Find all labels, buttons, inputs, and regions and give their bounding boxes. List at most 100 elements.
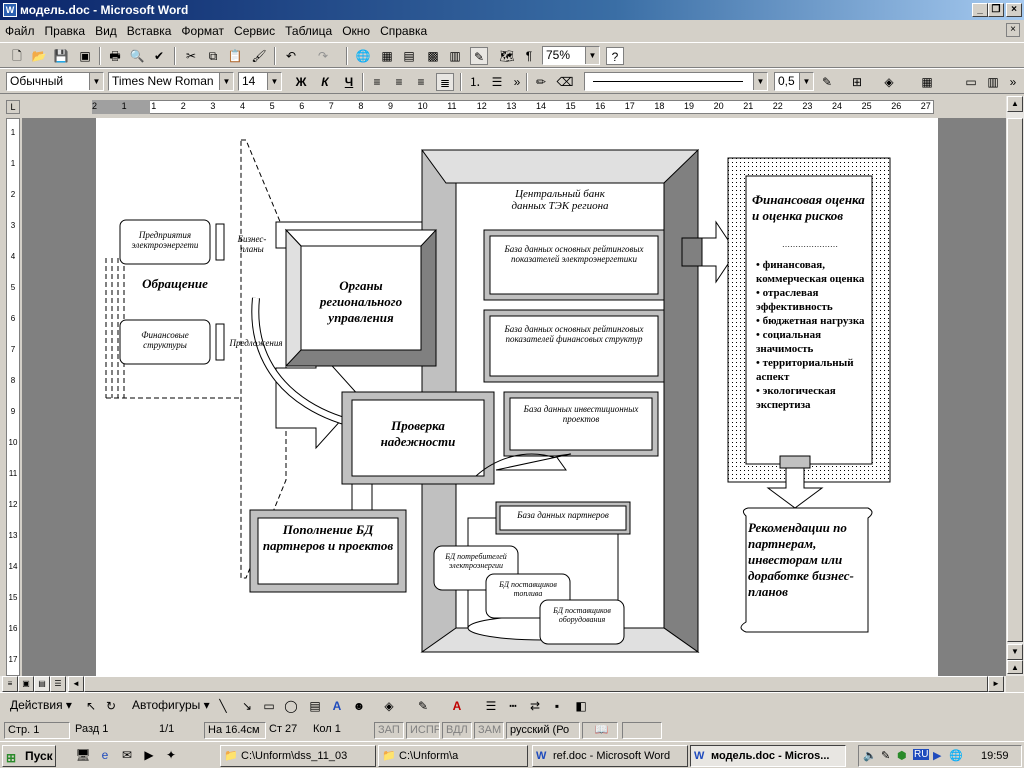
undo-icon[interactable]: ↶ [285, 49, 297, 63]
clipart-icon[interactable]: ☻ [352, 699, 366, 713]
scroll-right-icon[interactable]: ► [988, 676, 1004, 692]
menu-help[interactable]: Справка [380, 24, 428, 38]
rectangle-tool-icon[interactable]: ▭ [263, 699, 275, 713]
menu-tools[interactable]: Сервис [234, 24, 276, 38]
toolbar-options-icon[interactable]: » [1009, 75, 1017, 89]
show-desktop-icon[interactable]: 🖥 [75, 748, 91, 762]
outlook-icon[interactable]: ✉ [121, 748, 133, 762]
scroll-left-icon[interactable]: ◄ [68, 676, 84, 692]
task-folder-dss[interactable]: 📁C:\Unform\dss_11_03 [220, 745, 376, 767]
font-size-combo[interactable]: 14▼ [238, 72, 282, 91]
task-folder-a[interactable]: 📁C:\Unform\a [378, 745, 528, 767]
actions-menu[interactable]: Действия ▾ [10, 698, 72, 712]
tab-selector[interactable]: L [6, 100, 20, 114]
line-style-combo[interactable]: ▼ [584, 72, 768, 91]
tray-player-icon[interactable]: ▶ [933, 750, 942, 762]
scroll-up-icon[interactable]: ▲ [1007, 96, 1023, 112]
format-painter-icon[interactable]: 🖌 [251, 49, 267, 63]
menu-edit[interactable]: Правка [44, 24, 86, 38]
word-app-icon[interactable]: W [3, 3, 17, 17]
menu-table[interactable]: Таблица [285, 24, 333, 38]
select-pointer-icon[interactable]: ↖ [85, 699, 97, 713]
redo-icon[interactable]: ↷ [317, 49, 329, 63]
vertical-scrollbar[interactable]: ▲ ▼ ▲ [1006, 96, 1024, 676]
spelling-icon[interactable]: ✔ [153, 49, 165, 63]
shading-color-icon[interactable]: ◈ [884, 75, 894, 89]
permission-icon[interactable]: ▣ [79, 49, 91, 63]
help-icon[interactable]: ? [606, 47, 624, 65]
line-tool-icon[interactable]: ╲ [219, 699, 227, 713]
underline-button[interactable]: Ч [344, 75, 354, 89]
arrow-style-icon[interactable]: ⇄ [529, 699, 541, 713]
print-layout-icon[interactable]: ▤ [34, 676, 50, 692]
save-icon[interactable]: 💾 [53, 49, 69, 63]
menu-file[interactable]: Файл [5, 24, 35, 38]
borders-icon[interactable]: ⊞ [851, 75, 863, 89]
numbering-icon[interactable]: ⒈ [468, 75, 481, 89]
more-buttons-icon[interactable]: » [513, 75, 521, 89]
3d-style-icon[interactable]: ◧ [575, 699, 587, 713]
horizontal-scrollbar[interactable]: ≡ ▣ ▤ ☰ ◄ ► [0, 676, 1006, 692]
language-indicator[interactable]: RU [913, 749, 930, 760]
tables-borders-icon[interactable]: ▦ [381, 49, 393, 63]
misc-quicklaunch-icon[interactable]: ✦ [165, 748, 177, 762]
line-color-icon[interactable]: ✎ [417, 699, 429, 713]
open-folder-icon[interactable]: 📂 [31, 49, 47, 63]
print-preview-icon[interactable]: 🔍 [129, 49, 145, 63]
font-color-icon[interactable]: A [452, 699, 462, 713]
document-close-button[interactable]: × [1006, 23, 1020, 37]
new-document-icon[interactable]: 🗋 [12, 49, 22, 63]
split-cells-icon[interactable]: ▥ [987, 75, 999, 89]
dash-style-icon[interactable]: ┅ [509, 699, 517, 713]
autoshapes-menu[interactable]: Автофигуры ▾ [132, 698, 210, 712]
drawing-toggle-icon[interactable]: ✎ [470, 47, 488, 65]
style-combo[interactable]: Обычный▼ [6, 72, 104, 91]
free-rotate-icon[interactable]: ↻ [105, 699, 117, 713]
oval-tool-icon[interactable]: ◯ [284, 699, 298, 713]
print-icon[interactable]: 🖶 [109, 49, 121, 63]
page-up-icon[interactable]: ▲ [1007, 660, 1023, 674]
font-combo[interactable]: Times New Roman▼ [108, 72, 234, 91]
arrow-tool-icon[interactable]: ↘ [241, 699, 253, 713]
italic-button[interactable]: К [321, 75, 329, 89]
menu-insert[interactable]: Вставка [126, 24, 172, 38]
menu-window[interactable]: Окно [342, 24, 371, 38]
document-map-icon[interactable]: 🗺 [499, 49, 515, 63]
draw-table-pen-icon[interactable]: ✏ [535, 75, 547, 89]
close-button[interactable]: × [1006, 3, 1022, 17]
document-page[interactable]: Предприятия электроэнергети Финансовые с… [96, 118, 938, 676]
shadow-style-icon[interactable]: ▪ [554, 699, 560, 713]
align-center-icon[interactable]: ≡ [395, 75, 403, 89]
tray-icon[interactable]: ✎ [881, 750, 891, 762]
bullets-icon[interactable]: ☰ [491, 75, 503, 89]
justify-icon[interactable]: ≣ [436, 73, 454, 91]
align-left-icon[interactable]: ≡ [373, 75, 381, 89]
media-icon[interactable]: ▶ [144, 748, 154, 762]
eraser-icon[interactable]: ⌫ [556, 75, 574, 89]
insert-excel-icon[interactable]: ▩ [427, 49, 439, 63]
border-color-icon[interactable]: ✎ [821, 75, 833, 89]
minimize-button[interactable]: _ [972, 3, 988, 17]
line-weight-combo[interactable]: 0,5▼ [774, 72, 814, 91]
line-style-icon[interactable]: ☰ [485, 699, 497, 713]
menu-format[interactable]: Формат [181, 24, 225, 38]
status-ext[interactable]: ВДЛ [442, 722, 472, 739]
start-button[interactable]: ⊞Пуск [2, 745, 56, 767]
scroll-thumb[interactable] [1007, 118, 1023, 642]
ie-icon[interactable]: e [101, 748, 109, 762]
hscroll-thumb[interactable] [84, 676, 988, 692]
hyperlink-icon[interactable]: 🌐 [355, 49, 371, 63]
textbox-tool-icon[interactable]: ▤ [309, 699, 321, 713]
zoom-combo[interactable]: 75%▼ [542, 46, 600, 65]
copy-icon[interactable]: ⧉ [208, 49, 218, 63]
paste-icon[interactable]: 📋 [227, 49, 243, 63]
insert-table-2-icon[interactable]: ▦ [921, 75, 933, 89]
columns-icon[interactable]: ▥ [449, 49, 461, 63]
menu-view[interactable]: Вид [95, 24, 117, 38]
tray-speaker-icon[interactable]: 🔈 [863, 750, 877, 762]
spelling-status-icon[interactable]: 📖 [582, 722, 618, 739]
outline-view-icon[interactable]: ☰ [50, 676, 66, 692]
